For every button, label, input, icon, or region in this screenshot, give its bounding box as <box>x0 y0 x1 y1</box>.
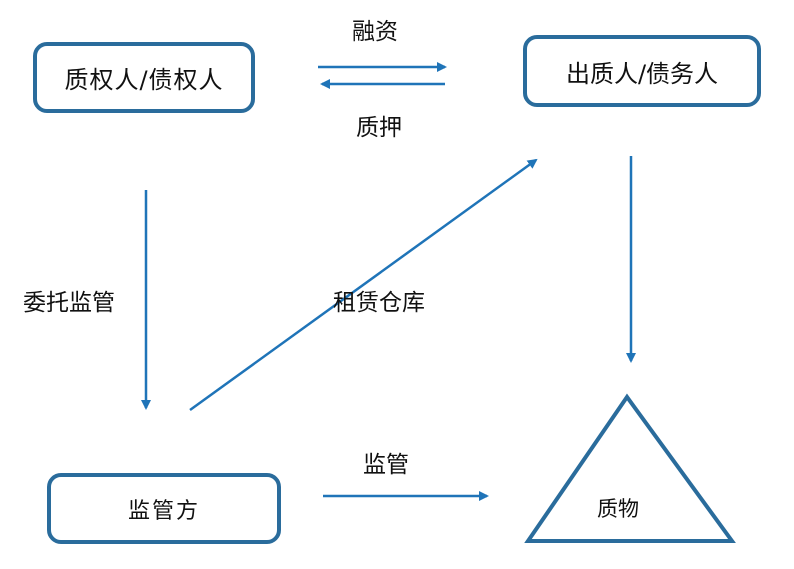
pledgee-node: 质权人/债权人 <box>33 42 255 113</box>
pledge-edge-label: 质押 <box>356 115 402 141</box>
supervisor-node: 监管方 <box>47 473 281 544</box>
supervisor-label: 监管方 <box>127 498 200 524</box>
pledgor-node: 出质人/债务人 <box>523 35 761 107</box>
finance-edge-label: 融资 <box>352 19 398 45</box>
goods-triangle <box>524 393 736 543</box>
arrow-lease <box>189 158 538 412</box>
entrust-edge-label: 委托监管 <box>23 290 115 316</box>
pledgee-label: 质权人/债权人 <box>64 66 224 94</box>
pledgor-label: 出质人/债务人 <box>565 59 719 88</box>
goods-label: 质物 <box>597 497 639 521</box>
supervise-edge-label: 监管 <box>363 452 409 478</box>
lease-edge-label: 租赁仓库 <box>333 290 425 316</box>
